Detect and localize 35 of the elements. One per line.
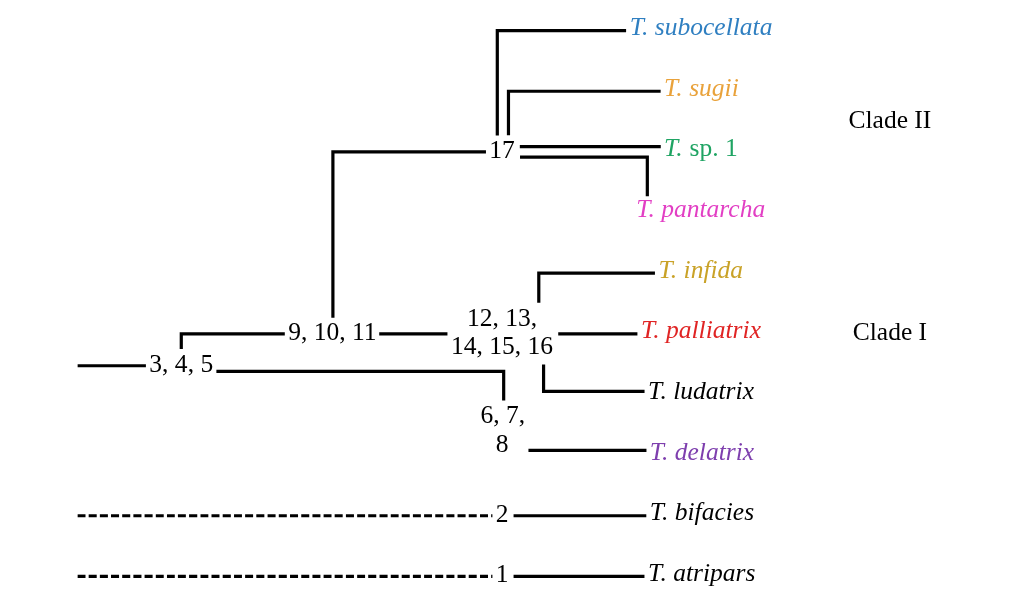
node-text: 12, 13, 14, 15, 16 <box>450 302 553 361</box>
connector <box>77 364 146 368</box>
connector <box>519 155 649 197</box>
node-text: T. palliatrix <box>640 315 761 345</box>
connector <box>557 332 637 336</box>
connector <box>215 369 505 401</box>
connector <box>330 150 486 318</box>
connector <box>513 514 646 518</box>
node-text: T. pantarcha <box>635 193 765 223</box>
node-text: 2 <box>495 498 508 528</box>
node-text: T. infida <box>658 254 743 284</box>
connector <box>77 514 492 518</box>
label: Clade I <box>852 316 927 346</box>
connector <box>495 28 626 136</box>
node-text: 1 <box>495 559 508 589</box>
node-text: 3, 4, 5 <box>148 348 213 378</box>
connector <box>513 574 644 579</box>
node-text: T. sp. 1 <box>663 133 738 163</box>
node-text: 9, 10, 11 <box>287 316 377 346</box>
node-text: T. sugii <box>663 72 739 102</box>
connector <box>519 144 661 149</box>
node-text: 6, 7, 8 <box>480 399 525 458</box>
label: Clade II <box>847 104 931 134</box>
node-text: T. atripars <box>647 557 755 587</box>
connector <box>77 574 492 579</box>
node-text: 17 <box>488 134 515 164</box>
node-text: T. ludatrix <box>647 375 754 405</box>
connector <box>527 448 646 452</box>
connector <box>536 271 655 303</box>
connector <box>378 332 447 336</box>
connector <box>541 364 645 393</box>
node-text: T. bifacies <box>649 497 754 527</box>
node-text: T. subocellata <box>629 12 772 42</box>
connector <box>506 89 661 136</box>
node-text: T. delatrix <box>649 436 754 466</box>
